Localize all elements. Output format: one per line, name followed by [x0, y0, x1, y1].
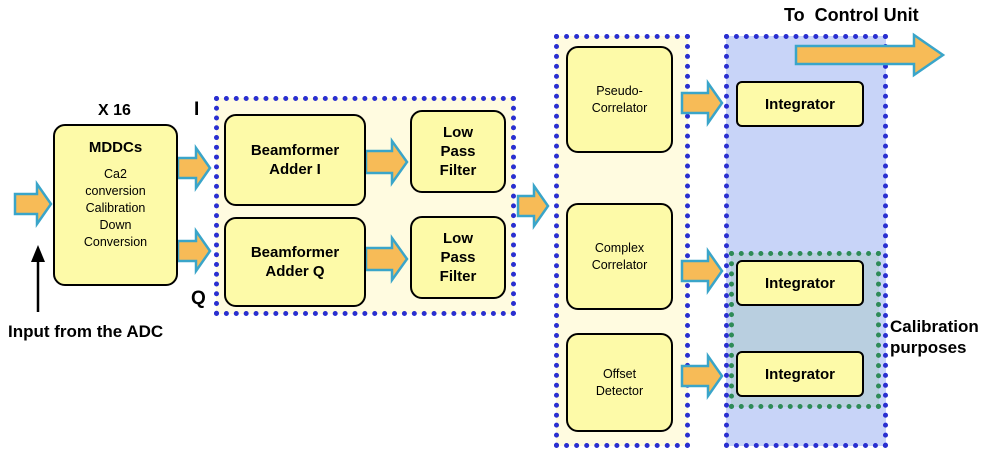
arrow-mddc-i	[176, 144, 212, 192]
mddc-line-1: Ca2	[104, 167, 127, 181]
q-label: Q	[191, 288, 206, 309]
pseudo-line-2: Correlator	[591, 100, 648, 115]
beamformer-i-line-2: Adder I	[269, 161, 321, 178]
mddc-line-2: conversion	[85, 184, 146, 198]
arrow-pseudo-int	[680, 79, 724, 127]
beamformer-q-line-2: Adder Q	[265, 263, 325, 280]
arrow-filter-correlator	[516, 182, 550, 230]
lpf-q-line-3: Filter	[439, 268, 477, 285]
lpf-i-line-3: Filter	[439, 162, 477, 179]
calibration-line-1: Calibration	[890, 317, 979, 336]
i-label: I	[194, 99, 200, 120]
lpf-q-line-1: Low	[443, 230, 473, 247]
offset-detector: Offset Detector	[566, 333, 673, 432]
pseudo-line-1: Pseudo-	[596, 83, 643, 98]
filter-group-border	[214, 96, 516, 316]
lpf-i-line-1: Low	[443, 124, 473, 141]
arrow-input	[13, 180, 53, 228]
beamformer-adder-i: Beamformer Adder I	[224, 114, 366, 206]
lpf-q-line-2: Pass	[440, 249, 476, 266]
arrow-bf-i-lpf	[364, 137, 409, 187]
integrator-offset: Integrator	[736, 351, 864, 397]
input-from-adc-label: Input from the ADC	[8, 322, 164, 341]
arrow-bf-q-lpf	[364, 234, 409, 284]
integrator-2-label: Integrator	[764, 274, 835, 292]
lpf-i-line-2: Pass	[440, 143, 476, 160]
mddc-line-4: Down	[99, 218, 132, 232]
correlator-group-border	[554, 34, 690, 448]
integrator-group-border	[724, 34, 888, 448]
integrator-complex: Integrator	[736, 260, 864, 306]
complex-line-2: Correlator	[591, 257, 648, 272]
calibration-group-border	[729, 251, 881, 409]
x16-label: X 16	[98, 102, 131, 119]
beamformer-i-line-1: Beamformer	[250, 142, 340, 159]
beamformer-adder-q: Beamformer Adder Q	[224, 217, 366, 307]
arrow-offset-int	[680, 352, 724, 400]
mddc-line-5: Conversion	[83, 235, 148, 249]
mddc-title: MDDCs	[88, 139, 143, 156]
offset-line-2: Detector	[595, 383, 644, 398]
mddc-block: MDDCs Ca2 conversion Calibration Down Co…	[53, 124, 178, 286]
low-pass-filter-q: Low Pass Filter	[410, 216, 506, 299]
integrator-3-label: Integrator	[764, 365, 835, 383]
to-control-unit-label: To Control Unit	[784, 5, 919, 25]
offset-line-1: Offset	[602, 366, 637, 381]
integrator-1-label: Integrator	[764, 95, 835, 113]
complex-correlator: Complex Correlator	[566, 203, 673, 310]
complex-line-1: Complex	[594, 240, 645, 255]
input-arrow-head	[31, 245, 45, 262]
calibration-purposes-label: Calibration purposes	[890, 316, 979, 358]
beamformer-q-line-1: Beamformer	[250, 244, 340, 261]
mddc-line-3: Calibration	[85, 201, 146, 215]
arrow-to-control	[794, 32, 946, 78]
arrow-complex-int	[680, 247, 724, 295]
calibration-line-2: purposes	[890, 338, 967, 357]
integrator-pseudo: Integrator	[736, 81, 864, 127]
pseudo-correlator: Pseudo- Correlator	[566, 46, 673, 153]
low-pass-filter-i: Low Pass Filter	[410, 110, 506, 193]
arrow-mddc-q	[176, 227, 212, 275]
